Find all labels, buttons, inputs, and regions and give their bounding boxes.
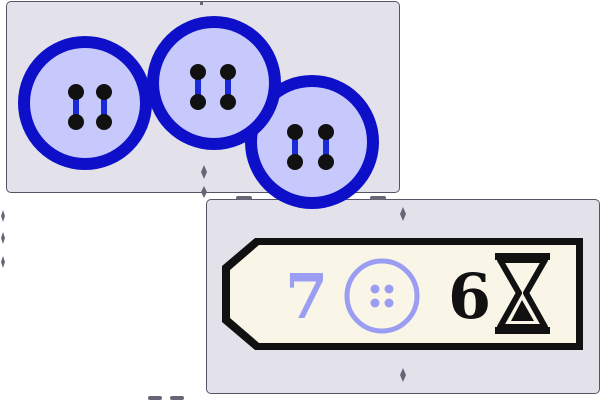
connector-mark xyxy=(170,396,184,400)
sewing-button-icon[interactable] xyxy=(245,75,379,209)
connector-mark xyxy=(148,396,162,400)
connector-mark xyxy=(1,256,5,268)
sewing-button-icon[interactable] xyxy=(18,36,152,170)
connector-mark xyxy=(201,186,207,198)
connector-mark xyxy=(236,196,252,200)
hourglass-icon xyxy=(495,253,550,334)
time-cost-value: 6 xyxy=(448,260,491,333)
button-currency-icon xyxy=(344,258,420,334)
connector-mark xyxy=(400,207,406,221)
connector-mark xyxy=(400,368,406,382)
connector-mark xyxy=(370,196,386,200)
sewing-button-icon[interactable] xyxy=(147,16,281,150)
button-pile[interactable] xyxy=(18,16,379,209)
connector-mark xyxy=(1,232,5,244)
connector-mark xyxy=(201,165,207,179)
buttons-cost-value: 7 xyxy=(285,260,328,333)
connector-mark xyxy=(1,210,5,222)
connector-mark xyxy=(200,1,203,5)
tile-connector-marks xyxy=(1,1,406,400)
cost-panel[interactable]: 7 6 xyxy=(222,238,583,350)
